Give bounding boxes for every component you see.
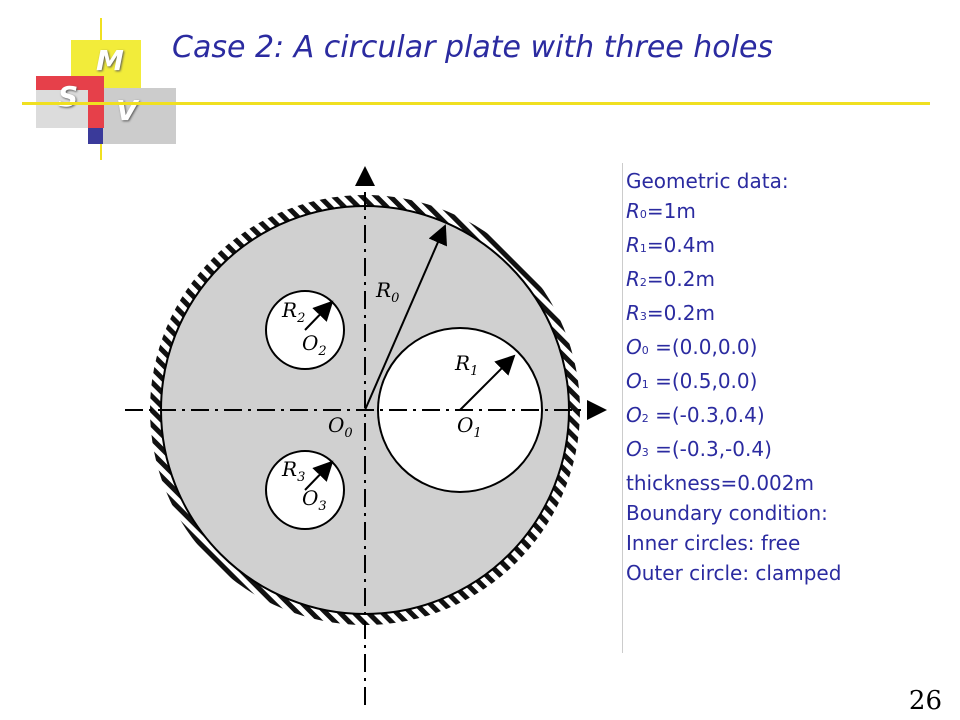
r2-arrow <box>304 300 334 331</box>
label-r2: R2 <box>281 298 305 326</box>
logo-square-s-light <box>36 90 88 128</box>
info-row-o0: O0 =(0.0,0.0) <box>626 335 758 359</box>
logo-letter-m: M <box>96 44 124 77</box>
label-o2: O2 <box>302 331 327 359</box>
label-o3: O3 <box>302 486 327 514</box>
info-inner: Inner circles: free <box>626 531 801 555</box>
plate-diagram: R0 R1 R2 O2 R3 O3 O0 O1 <box>125 166 607 705</box>
logo: M S V <box>0 0 180 160</box>
r1-arrow <box>459 354 516 411</box>
title-rest: : A circular plate with three holes <box>274 30 774 65</box>
info-row-o2: O2 =(-0.3,0.4) <box>626 403 765 427</box>
info-outer: Outer circle: clamped <box>626 561 842 585</box>
label-r1: R1 <box>454 351 478 379</box>
label-r0: R0 <box>375 278 399 306</box>
page-title: Case 2: A circular plate with three hole… <box>172 30 773 65</box>
info-row-o1: O1 =(0.5,0.0) <box>626 369 758 393</box>
page-number: 26 <box>908 686 942 716</box>
info-row-r3: R3=0.2m <box>626 301 715 325</box>
title-prefix: Case 2 <box>172 30 275 65</box>
info-boundary: Boundary condition: <box>626 501 828 525</box>
info-row-r2: R2=0.2m <box>626 267 715 291</box>
info-thickness: thickness=0.002m <box>626 471 814 495</box>
label-r3: R3 <box>281 457 305 485</box>
r3-arrow <box>304 460 334 491</box>
logo-letter-v: V <box>116 94 138 127</box>
info-heading: Geometric data: <box>626 169 789 193</box>
info-row-r0: R0=1m <box>626 199 696 223</box>
logo-square-v <box>103 88 176 144</box>
title-underline <box>22 102 930 105</box>
logo-letter-s: S <box>58 80 79 113</box>
geometric-data-panel: Geometric data: R0=1m R1=0.4m R2=0.2m R3… <box>626 166 841 588</box>
info-divider <box>622 163 623 653</box>
info-row-r1: R1=0.4m <box>626 233 715 257</box>
label-o0: O0 <box>328 413 353 441</box>
r0-arrow <box>364 224 447 411</box>
info-row-o3: O3 =(-0.3,-0.4) <box>626 437 772 461</box>
label-o1: O1 <box>457 413 482 441</box>
